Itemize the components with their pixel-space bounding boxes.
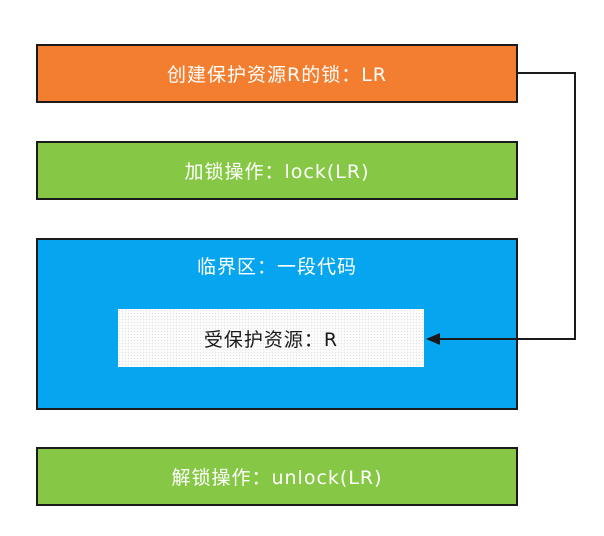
critical-section-label: 临界区：一段代码	[196, 256, 357, 278]
connector-line	[438, 72, 576, 340]
unlock-operation-box: 解锁操作：unlock(LR)	[36, 447, 518, 506]
arrow-left-icon	[426, 333, 440, 345]
lock-operation-label: 加锁操作：lock(LR)	[184, 161, 370, 183]
protected-resource-box: 受保护资源：R	[118, 309, 424, 367]
unlock-operation-label: 解锁操作：unlock(LR)	[171, 467, 383, 489]
create-lock-label: 创建保护资源R的锁：LR	[167, 64, 387, 86]
protected-resource-label: 受保护资源：R	[203, 328, 339, 351]
lock-operation-box: 加锁操作：lock(LR)	[36, 141, 518, 200]
create-lock-box: 创建保护资源R的锁：LR	[36, 44, 518, 103]
